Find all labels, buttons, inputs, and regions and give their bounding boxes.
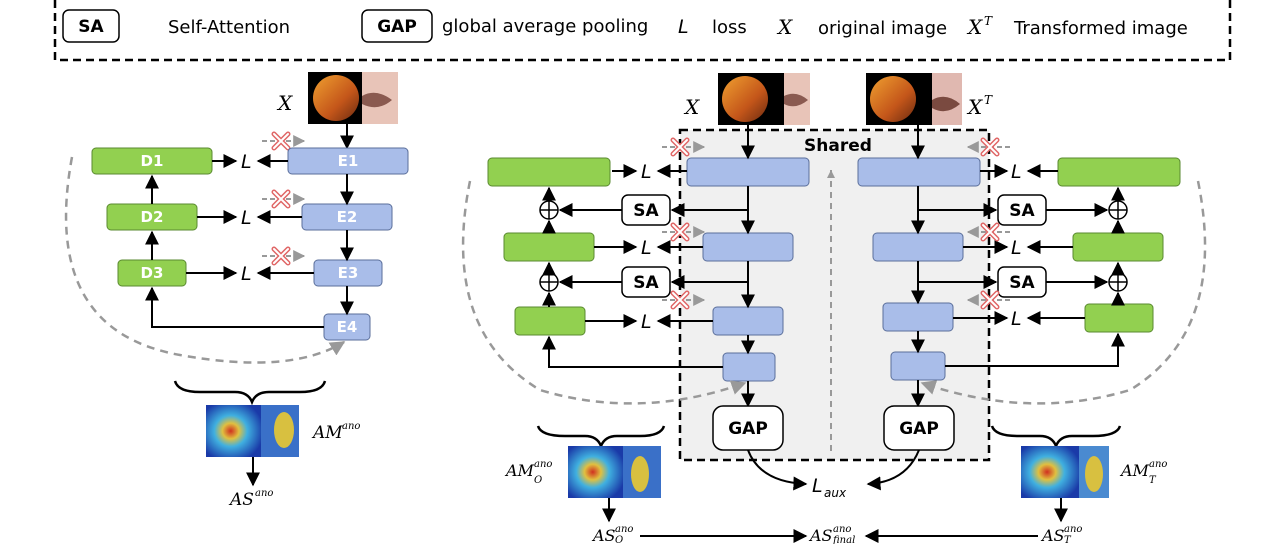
shared-encoder-t-2 [872,232,964,262]
adder-o-2 [539,272,559,292]
shared-encoder-t-4 [890,351,946,381]
decoder-t-2 [1072,232,1164,262]
left-encoder-e1: E1 [338,152,359,170]
loss-o-3: L [641,311,652,333]
aux-loss: L [812,475,823,497]
shared-encoder-t-1 [857,157,981,187]
am-t-label: AM [1119,461,1150,480]
loss-t-1: L [1011,161,1022,183]
left-decoder-d3: D3 [141,264,164,282]
shared-encoder-o-4 [722,352,776,382]
adder-t-2 [1108,272,1128,292]
aux-loss-sub: aux [824,486,847,500]
shared-encoder-t-3 [882,302,954,332]
left-decoder-d2: D2 [141,208,164,226]
am-o-sup: ano [534,459,552,470]
legend-xt-sup: T [984,14,993,28]
sa-box-o-1: SA [633,201,659,221]
legend-gap-key: GAP [377,17,417,37]
legend-sa-key: SA [78,17,104,37]
right-input-image-xt [866,73,962,125]
left-encoder-e2: E2 [337,208,358,226]
sa-box-t-2: SA [1009,273,1035,293]
left-anomaly-map [206,405,299,457]
right-input-xt: X [966,95,983,119]
as-final-sub: final [832,535,855,544]
decoder-o-2 [503,232,595,262]
as-o-sub: O [615,535,623,544]
legend-l-desc: loss [712,17,747,38]
as-t-sup: ano [1064,524,1082,535]
right-input-image-x [718,73,810,125]
as-o-sup: ano [615,524,633,535]
right-panel: Shared X X T [461,73,1207,544]
anomaly-map-o [568,446,661,498]
adder-o-1 [539,200,559,220]
shared-encoder-o-3 [712,306,784,336]
anomaly-map-t [1021,446,1109,498]
legend-xt-key: X [966,15,983,39]
decoder-o-3 [514,306,586,336]
left-am-label: AM [311,423,343,443]
left-loss-3: L [241,263,252,285]
left-encoder-e3: E3 [338,264,359,282]
legend: SA Self-Attention GAP global average poo… [53,0,1232,62]
loss-t-3: L [1011,308,1022,330]
as-t-label: AS [1040,526,1065,544]
shared-encoder-o-2 [702,232,794,262]
as-o-label: AS [591,526,616,544]
legend-x-key: X [776,15,793,39]
left-input-image [308,72,398,124]
am-o-label: AM [504,461,535,480]
sa-box-t-1: SA [1009,201,1035,221]
left-input-label: X [276,91,293,115]
right-input-xt-sup: T [984,93,993,107]
legend-x-desc: original image [818,18,947,39]
right-input-x: X [683,95,700,119]
am-t-sup: ano [1149,459,1167,470]
left-am-sup: ano [342,421,360,432]
gap-box-o: GAP [728,419,768,439]
adder-t-1 [1108,200,1128,220]
as-t-sub: T [1064,535,1072,544]
decoder-t-3 [1084,303,1154,333]
sa-box-o-2: SA [633,273,659,293]
am-t-sub: T [1149,475,1157,486]
left-panel: X E1 E2 E3 E4 D1 D2 D3 [64,72,409,510]
legend-gap-desc: global average pooling [442,16,648,37]
legend-xt-desc: Transformed image [1013,18,1188,39]
as-final-label: AS [808,526,833,544]
as-final-sup: ano [833,524,851,535]
loss-o-1: L [641,161,652,183]
decoder-o-1 [487,157,611,187]
loss-t-2: L [1011,237,1022,259]
left-as-label: AS [228,490,254,510]
decoder-t-1 [1057,157,1181,187]
loss-o-2: L [641,237,652,259]
left-decoder-d1: D1 [141,152,164,170]
gap-box-t: GAP [899,419,939,439]
shared-label: Shared [804,136,872,156]
left-loss-2: L [241,207,252,229]
left-as-sup: ano [255,488,273,499]
legend-l-key: L [678,16,689,38]
left-loss-1: L [241,151,252,173]
shared-encoder-o-1 [686,157,810,187]
legend-sa-desc: Self-Attention [168,17,290,38]
left-encoder-e4: E4 [337,318,358,336]
am-o-sub: O [534,475,542,486]
